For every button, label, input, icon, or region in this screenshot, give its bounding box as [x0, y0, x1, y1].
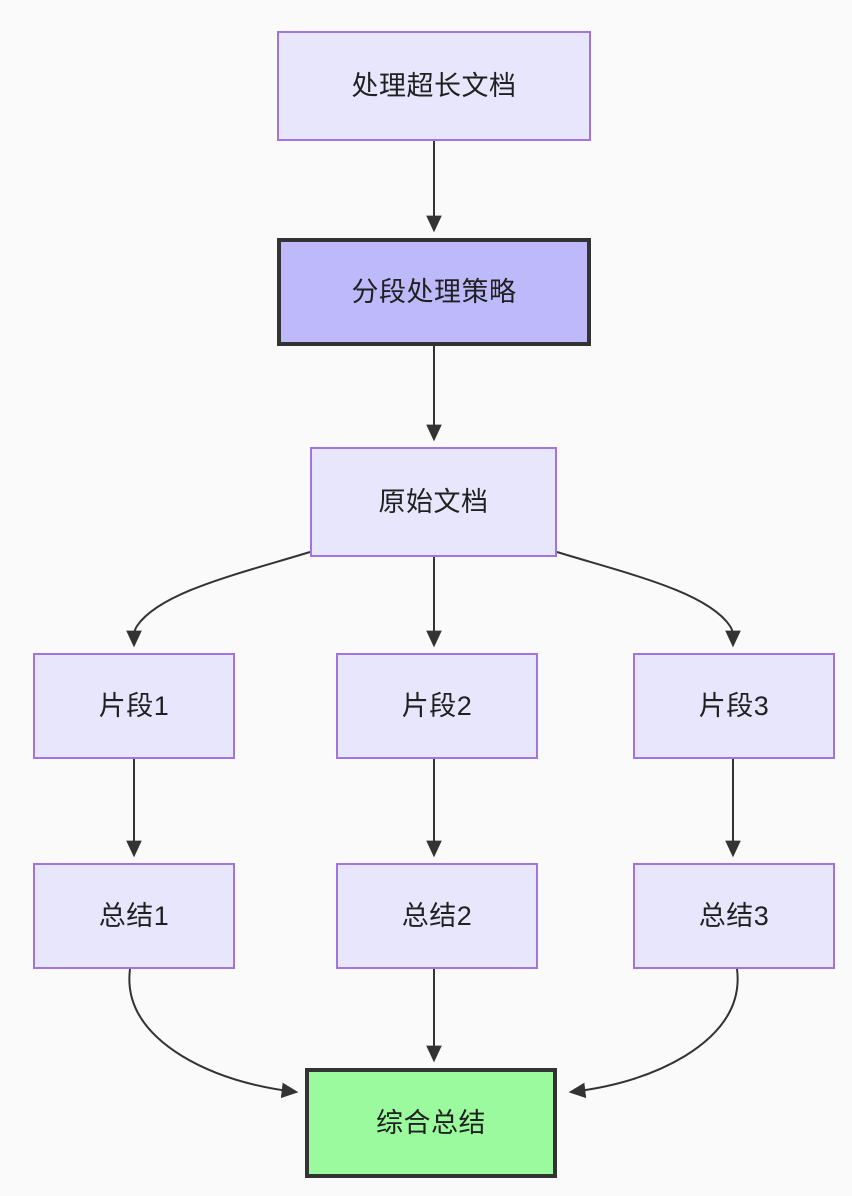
node-label: 综合总结 — [376, 1107, 486, 1138]
node-chunk-3[interactable]: 片段3 — [633, 653, 835, 759]
edge-summary3-to-final — [568, 968, 739, 1099]
node-label: 片段1 — [98, 690, 170, 721]
node-summary-1[interactable]: 总结1 — [33, 863, 235, 969]
node-chunk-2[interactable]: 片段2 — [336, 653, 538, 759]
edge-source-to-chunk1 — [126, 551, 311, 648]
edge-summary1-to-final — [128, 968, 299, 1099]
node-summary-2[interactable]: 总结2 — [336, 863, 538, 969]
node-chunking-strategy[interactable]: 分段处理策略 — [277, 238, 591, 346]
node-label: 总结1 — [98, 900, 170, 931]
node-source-document[interactable]: 原始文档 — [310, 447, 557, 557]
edge-source-to-chunk3 — [556, 551, 741, 648]
node-label: 片段2 — [401, 690, 473, 721]
node-label: 处理超长文档 — [351, 70, 517, 101]
node-label: 原始文档 — [378, 486, 489, 517]
node-summary-3[interactable]: 总结3 — [633, 863, 835, 969]
node-label: 片段3 — [698, 690, 770, 721]
node-combined-summary[interactable]: 综合总结 — [305, 1068, 557, 1178]
node-chunk-1[interactable]: 片段1 — [33, 653, 235, 759]
node-label: 总结2 — [401, 900, 473, 931]
node-label: 总结3 — [698, 900, 770, 931]
node-label: 分段处理策略 — [351, 276, 517, 307]
node-process-long-document[interactable]: 处理超长文档 — [277, 31, 591, 141]
